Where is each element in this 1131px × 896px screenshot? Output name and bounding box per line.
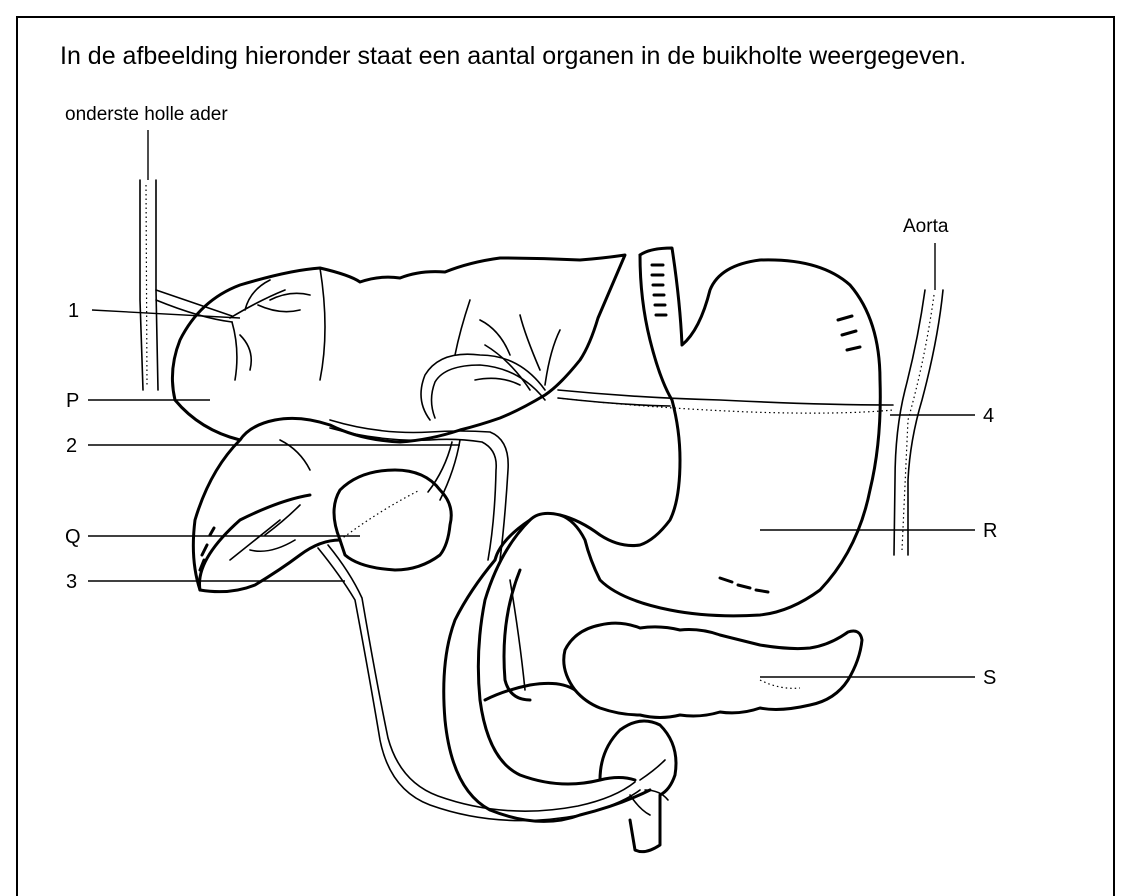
label-q: Q (65, 526, 81, 548)
duodenum (444, 520, 676, 852)
aorta (894, 243, 943, 555)
label-3: 3 (66, 571, 77, 593)
portal-vessels (330, 354, 893, 560)
gallbladder (334, 440, 460, 570)
label-2: 2 (66, 435, 77, 457)
pancreas (564, 623, 862, 717)
vena-cava (140, 130, 232, 390)
label-p: P (66, 390, 79, 412)
label-1: 1 (68, 300, 79, 322)
stomach (495, 248, 880, 616)
label-leaders (88, 310, 975, 677)
label-r: R (983, 520, 997, 542)
liver (172, 255, 625, 592)
label-vena-cava: onderste holle ader (65, 104, 228, 125)
label-s: S (983, 667, 996, 689)
label-aorta: Aorta (903, 216, 949, 237)
label-4: 4 (983, 405, 994, 427)
